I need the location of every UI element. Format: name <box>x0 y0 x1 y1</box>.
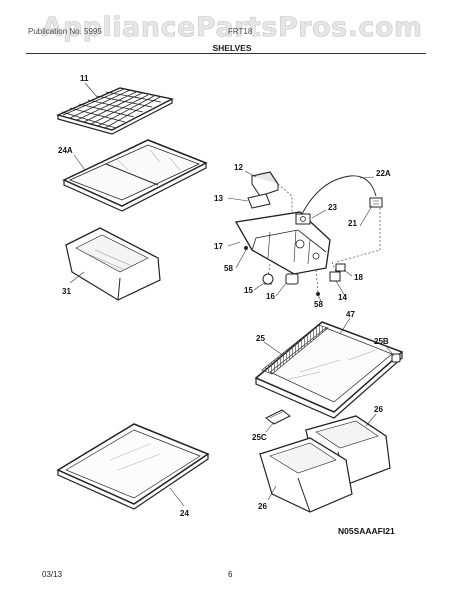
callout-25: 25 <box>256 334 265 343</box>
footer-date: 03/13 <box>42 570 63 579</box>
callout-22A: 22A <box>376 169 391 178</box>
capillary-tube-22A <box>301 175 377 215</box>
callout-25B: 25B <box>374 337 389 346</box>
callout-17: 17 <box>214 242 223 251</box>
callout-26a: 26 <box>374 405 383 414</box>
callout-23: 23 <box>328 203 337 212</box>
switch-14 <box>329 271 341 282</box>
callout-31: 31 <box>62 287 71 296</box>
crisper-drawer-31 <box>64 227 161 301</box>
wire-shelf-11 <box>55 87 175 135</box>
header-publication: Publication No. 5995 <box>28 27 102 36</box>
callout-58b: 58 <box>314 300 323 309</box>
leader-11 <box>84 82 99 99</box>
callout-25C: 25C <box>252 433 267 442</box>
connector-21 <box>369 197 383 208</box>
diagram-code: N05SAAAFI21 <box>338 526 395 536</box>
header-model: FRT18 <box>228 27 253 36</box>
leader-24 <box>169 487 185 507</box>
callout-21: 21 <box>348 219 357 228</box>
shelf-leaders <box>263 317 395 433</box>
callout-16: 16 <box>266 292 275 301</box>
callout-24A: 24A <box>58 146 73 155</box>
leader-31 <box>69 271 85 284</box>
clip-18 <box>335 263 346 272</box>
crisper-cover-24A <box>62 139 208 212</box>
control-leaders <box>227 170 375 304</box>
bracket-13 <box>247 193 271 209</box>
drawer-leaders <box>267 413 377 501</box>
callout-18: 18 <box>354 273 363 282</box>
glass-shelf-24 <box>56 423 210 510</box>
leader-24A <box>73 154 86 171</box>
callout-58a: 58 <box>224 264 233 273</box>
callout-47: 47 <box>346 310 355 319</box>
callout-15: 15 <box>244 286 253 295</box>
callout-13: 13 <box>214 194 223 203</box>
thermostat-23 <box>295 213 311 225</box>
callout-26b: 26 <box>258 502 267 511</box>
section-title: SHELVES <box>212 43 252 53</box>
watermark: AppliancePartsPros.com <box>41 12 423 44</box>
control-housing-17 <box>234 211 331 275</box>
header-rule <box>26 53 426 54</box>
socket-16 <box>285 273 299 285</box>
lamp-15 <box>262 273 274 285</box>
callout-24: 24 <box>180 509 189 518</box>
callout-12: 12 <box>234 163 243 172</box>
footer-page-number: 6 <box>228 570 233 579</box>
slide-25C <box>265 409 291 425</box>
drawer-26-front <box>258 437 353 513</box>
callout-11: 11 <box>80 74 89 83</box>
callout-14: 14 <box>338 293 347 302</box>
control-knob-12 <box>251 171 279 197</box>
